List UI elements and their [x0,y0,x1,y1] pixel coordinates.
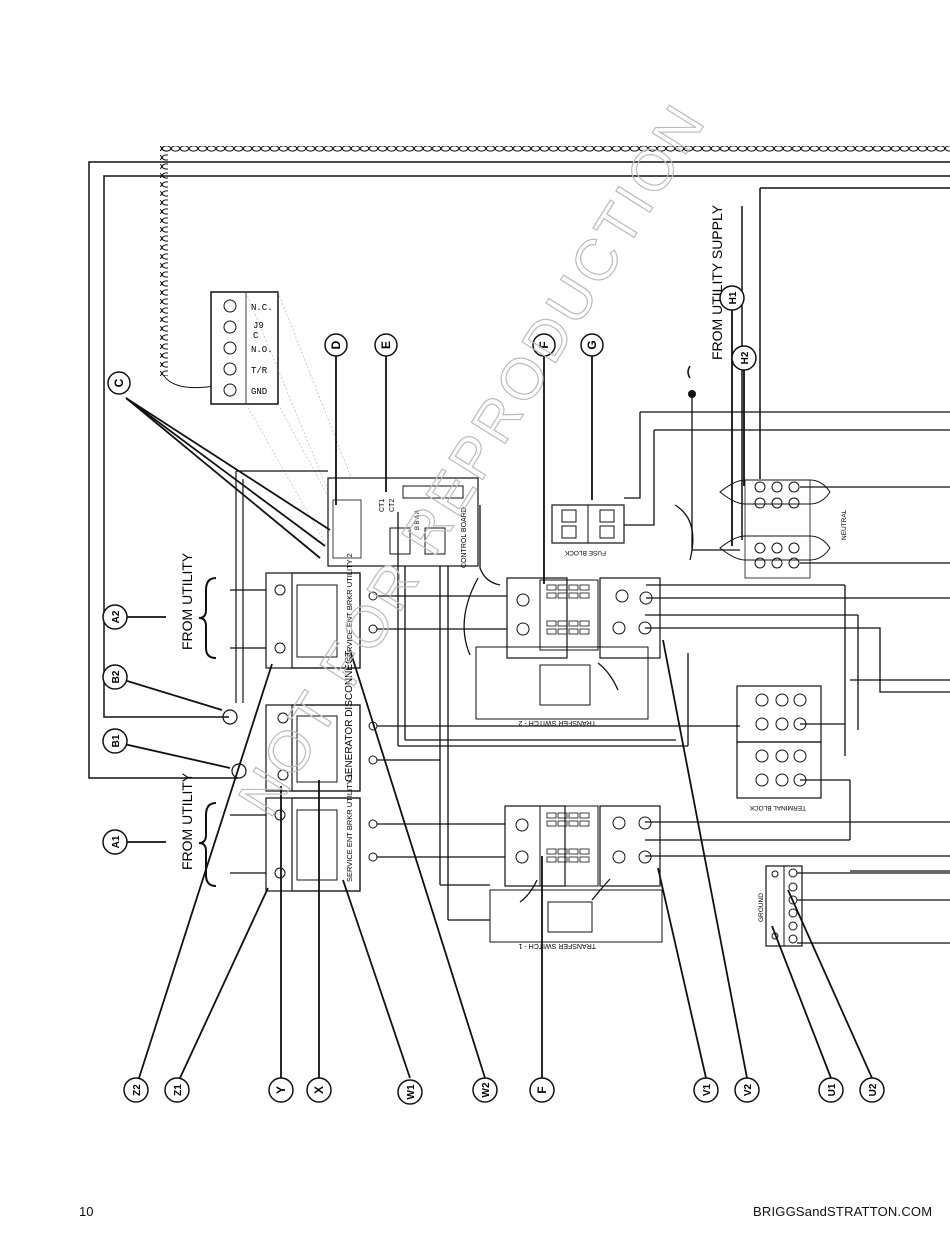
breaker-utility-1: SERVICE ENT BRKR UTILITY 1 [265,773,378,892]
callout-b2-label: B2 [111,670,122,683]
terminal-block: TERMINAL BLOCK [736,685,822,811]
callout-y: Y [268,1077,294,1103]
callout-a2-label: A2 [111,610,122,623]
j9-id-label: J9 [253,321,264,331]
callout-x-label: X [312,1086,326,1094]
callout-e: E [374,333,398,357]
page-number: 10 [79,1204,94,1219]
callout-h2: H2 [731,345,757,371]
callout-a2: A2 [102,604,128,630]
callout-b1: B1 [102,728,128,754]
callout-f-bottom: F [529,1077,555,1103]
callout-a1: A1 [102,829,128,855]
neutral-block: NEUTRAL [719,479,848,579]
callout-w1-label: W1 [406,1084,417,1099]
breaker-utility-2: SERVICE ENT BRKR UTILITY 2 [265,553,378,669]
terminal-block-label: TERMINAL BLOCK [749,804,806,811]
callout-c-label: C [112,378,126,387]
twisted-pair-cable [160,146,950,389]
callout-g: G [580,333,604,357]
callout-y-label: Y [274,1086,288,1094]
j9-pin-tr: T/R [251,366,268,376]
callout-f-bottom-label: F [535,1086,549,1093]
j9-sub-label: C [253,331,259,341]
callout-z1: Z1 [164,1077,190,1103]
j9-connector: N.C. J9 C N.O. T/R GND [210,291,361,556]
callout-g-label: G [585,340,599,349]
breaker-generator: GENERATOR DISCONNECT [265,651,378,792]
callout-w2: W2 [472,1077,498,1103]
callout-v2: V2 [734,1077,760,1103]
j9-pin-gnd: GND [251,387,267,397]
callout-d: D [324,333,348,357]
callout-f-top: F [532,333,556,357]
fuse-block: FUSE BLOCK [551,504,625,556]
callout-w1: W1 [397,1079,423,1105]
callout-h2-label: H2 [740,351,751,364]
breaker-utility-2-label: SERVICE ENT BRKR UTILITY 2 [345,553,354,662]
callout-u1-label: U1 [827,1083,838,1096]
transfer-switch-1-label: TRANSFER SWITCH - 1 [519,942,596,949]
enclosure-lines [88,161,950,779]
footer-website: BRIGGSandSTRATTON.COM [753,1204,933,1219]
callout-c: C [107,371,131,395]
callout-v1: V1 [693,1077,719,1103]
callout-e-label: E [379,341,393,349]
callout-u1: U1 [818,1077,844,1103]
j9-terminal-screw [223,383,237,397]
ground-label: GROUND [758,893,765,922]
transfer-switch-2-label: TRANSFER SWITCH - 2 [519,719,596,726]
callout-x: X [306,1077,332,1103]
callout-a1-label: A1 [111,835,122,848]
leader-lines [123,310,873,1079]
breaker-utility-1-label: SERVICE ENT BRKR UTILITY 1 [345,773,354,882]
braces [198,365,696,887]
j9-terminal-screw [223,320,237,334]
from-utility-label-1: FROM UTILITY [179,772,195,870]
control-board-label: CONTROL BOARD [461,507,468,568]
j9-pin-nc: N.C. [251,303,273,313]
control-board: CT1 CT2 B B A A CONTROL BOARD [327,477,479,568]
callout-b1-label: B1 [111,734,122,747]
breaker-generator-label: GENERATOR DISCONNECT [344,651,355,782]
fuse-block-label: FUSE BLOCK [564,549,606,556]
callout-u2: U2 [859,1077,885,1103]
callout-f-top-label: F [537,341,551,348]
callout-v2-label: V2 [743,1083,754,1096]
j9-terminal-screw [223,341,237,355]
transfer-switch-1: TRANSFER SWITCH - 1 [489,805,663,949]
neutral-label: NEUTRAL [841,509,848,540]
callout-z2: Z2 [123,1077,149,1103]
watermark: NOT FOR REPRODUCTION [226,92,719,827]
ground-post-b2 [222,709,238,725]
from-utility-supply-label: FROM UTILITY SUPPLY [709,204,725,360]
ct2-label: CT2 [389,499,396,512]
from-utility-label-2: FROM UTILITY [179,552,195,650]
control-board-pin-label: B B A A [415,510,421,530]
transfer-switch-2: TRANSFER SWITCH - 2 [475,577,661,726]
ct1-label: CT1 [379,499,386,512]
callout-b2: B2 [102,664,128,690]
callout-h1-label: H1 [728,291,739,304]
j9-terminal-screw [223,299,237,313]
callout-z1-label: Z1 [173,1084,184,1096]
callout-u2-label: U2 [868,1083,879,1096]
callout-d-label: D [329,340,343,349]
j9-terminal-screw [223,362,237,376]
callout-z2-label: Z2 [132,1084,143,1096]
j9-pin-no: N.O. [251,345,273,355]
callout-w2-label: W2 [481,1082,492,1097]
callouts: C D E F G H2 H1 A2 B2 B1 A1 Z2 Z1 Y X [102,285,885,1105]
callout-v1-label: V1 [702,1083,713,1096]
callout-h1: H1 [719,285,745,311]
